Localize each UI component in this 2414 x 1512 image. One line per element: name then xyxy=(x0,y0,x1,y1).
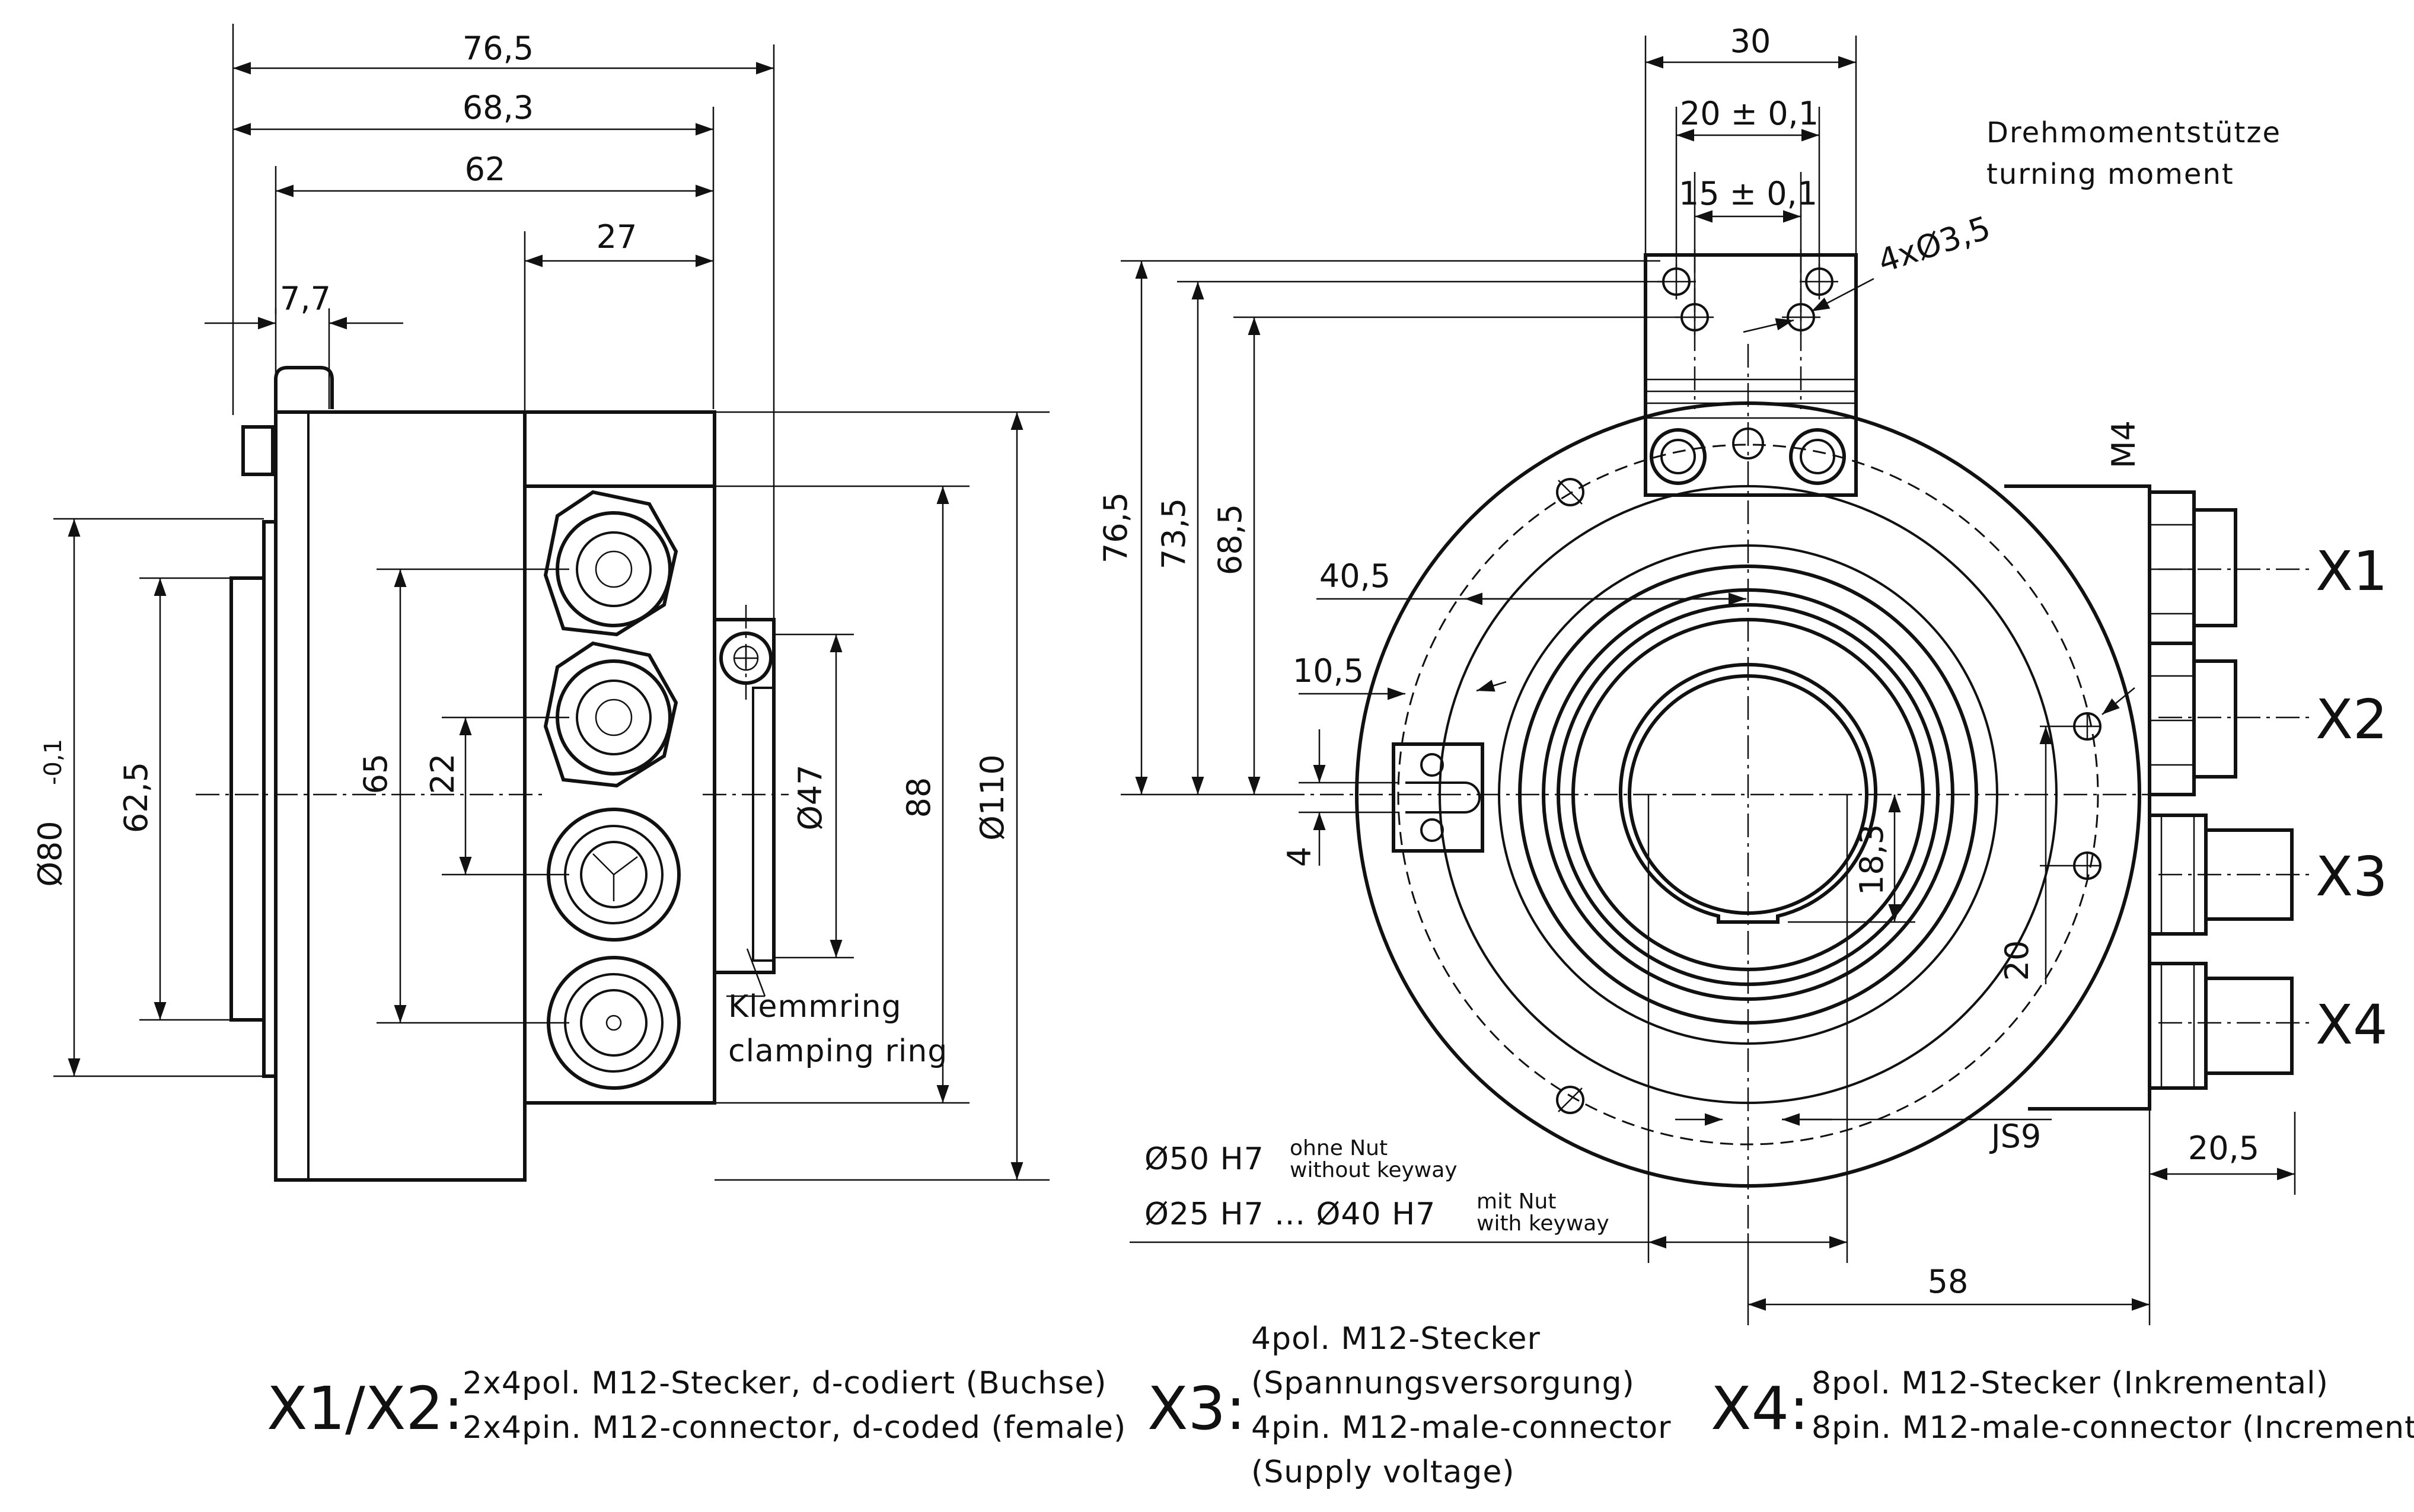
dim-m4: M4 xyxy=(2105,420,2142,468)
front-left-dimensions: 76,5 73,5 68,5 xyxy=(1097,260,1681,796)
clamping-ring-label-de: Klemmring xyxy=(728,989,902,1025)
front-20-dimension: 20 xyxy=(1998,687,2135,984)
side-vertical-dimensions: Ø80 -0,1 62,5 65 22 Ø47 88 xyxy=(31,411,1050,1181)
clamping-ring-label-en: clamping ring xyxy=(728,1033,948,1069)
dim-22: 22 xyxy=(424,754,461,795)
dim-76-5: 76,5 xyxy=(463,30,534,67)
front-offset-dimensions: 40,5 10,5 4 xyxy=(1281,557,1746,867)
dim-58: 58 xyxy=(1928,1263,1969,1300)
x1-side-connector xyxy=(543,490,678,637)
torque-label-de: Drehmomentstütze xyxy=(1986,116,2281,149)
dim-68-3: 68,3 xyxy=(463,89,534,126)
connector-label-x2: X2 xyxy=(2316,688,2388,751)
x2-side-connector xyxy=(543,641,678,788)
legend-x1x2-de: 2x4pol. M12-Stecker, d-codiert (Buchse) xyxy=(463,1366,1107,1401)
front-bottom-dimensions: 58 20,5 JS9 Ø50 H7 ohne Nut without keyw… xyxy=(1130,795,2296,1325)
legend-x1x2-en: 2x4pin. M12-connector, d-coded (female) xyxy=(463,1410,1126,1446)
legend-x4-label: X4: xyxy=(1711,1374,1809,1443)
dim-7-7: 7,7 xyxy=(280,280,331,317)
side-view: 76,5 68,3 62 27 7,7 xyxy=(31,24,1050,1182)
front-view: 30 20 ± 0,1 15 ± 0,1 4xØ3,5 Drehmomentst… xyxy=(1097,23,2388,1325)
legend-x4-en: 8pin. M12-male-connector (Incremental) xyxy=(1812,1410,2414,1446)
legend-x3-line2: (Spannungsversorgung) xyxy=(1251,1366,1635,1401)
bore-note-2-de: mit Nut xyxy=(1477,1189,1557,1214)
dim-65: 65 xyxy=(357,754,394,795)
dim-20-5: 20,5 xyxy=(2188,1130,2259,1167)
bore-note-1-en: without keyway xyxy=(1290,1158,1458,1182)
dim-88: 88 xyxy=(900,777,937,818)
dim-10-5: 10,5 xyxy=(1293,652,1364,690)
dim-62: 62 xyxy=(465,151,506,188)
bore-note-2-en: with keyway xyxy=(1477,1211,1609,1236)
x1-front-connector xyxy=(2148,490,2237,645)
dim-js9: JS9 xyxy=(1989,1118,2042,1155)
connector-label-x1: X1 xyxy=(2316,540,2388,603)
legend: X1/X2: 2x4pol. M12-Stecker, d-codiert (B… xyxy=(267,1321,2414,1490)
dim-20-vertical: 20 xyxy=(1998,940,2036,981)
connector-label-x3: X3 xyxy=(2316,845,2388,908)
bore-note-1-main: Ø50 H7 xyxy=(1144,1141,1264,1177)
dim-4: 4 xyxy=(1281,847,1318,867)
legend-x3-line3: 4pin. M12-male-connector xyxy=(1251,1410,1672,1446)
legend-x3-line1: 4pol. M12-Stecker xyxy=(1251,1321,1541,1357)
dim-30: 30 xyxy=(1730,23,1771,60)
dim-76-5-front: 76,5 xyxy=(1097,492,1134,563)
front-18-3-dimension: 18,3 xyxy=(1788,795,1915,923)
front-connectors xyxy=(2148,490,2294,1090)
dim-47: Ø47 xyxy=(792,764,829,830)
bore-note-1-de: ohne Nut xyxy=(1290,1136,1388,1160)
legend-x1x2-label: X1/X2: xyxy=(267,1374,464,1443)
front-centerlines xyxy=(1281,249,2313,1233)
dim-62-5: 62,5 xyxy=(117,762,155,833)
dim-110: Ø110 xyxy=(974,754,1011,841)
bore-note-2-main: Ø25 H7 ... Ø40 H7 xyxy=(1144,1197,1436,1232)
dim-68-5: 68,5 xyxy=(1211,504,1249,575)
legend-x4-de: 8pol. M12-Stecker (Inkremental) xyxy=(1812,1366,2329,1401)
clamping-ring-callout: Klemmring clamping ring xyxy=(726,948,948,1069)
dim-40-5: 40,5 xyxy=(1319,557,1391,595)
connector-label-x4: X4 xyxy=(2316,993,2388,1057)
side-top-dimensions: 76,5 68,3 62 27 7,7 xyxy=(205,30,774,330)
x4-front-connector xyxy=(2148,962,2294,1090)
torque-support-label: Drehmomentstütze turning moment xyxy=(1986,116,2281,191)
dim-80-tolerance: -0,1 xyxy=(40,739,67,785)
legend-x3-line4: (Supply voltage) xyxy=(1251,1454,1515,1490)
dim-20-tol: 20 ± 0,1 xyxy=(1680,95,1819,132)
dim-27: 27 xyxy=(597,218,637,256)
front-top-dimensions: 30 20 ± 0,1 15 ± 0,1 4xØ3,5 xyxy=(1644,23,1995,333)
dim-18-3: 18,3 xyxy=(1853,824,1890,895)
dim-15-tol: 15 ± 0,1 xyxy=(1679,175,1817,212)
dim-80: Ø80 xyxy=(31,821,69,886)
x2-front-connector xyxy=(2148,642,2237,796)
side-extension-lines xyxy=(232,24,775,640)
torque-label-en: turning moment xyxy=(1986,158,2234,191)
dim-4x-holes: 4xØ3,5 xyxy=(1874,209,1995,280)
side-connectors xyxy=(543,490,681,1090)
torque-support xyxy=(1644,253,1858,497)
side-body xyxy=(229,366,776,1182)
front-connector-labels: X1 X2 X3 X4 xyxy=(2316,540,2388,1057)
legend-x3-label: X3: xyxy=(1147,1374,1246,1443)
dim-73-5: 73,5 xyxy=(1155,498,1192,569)
